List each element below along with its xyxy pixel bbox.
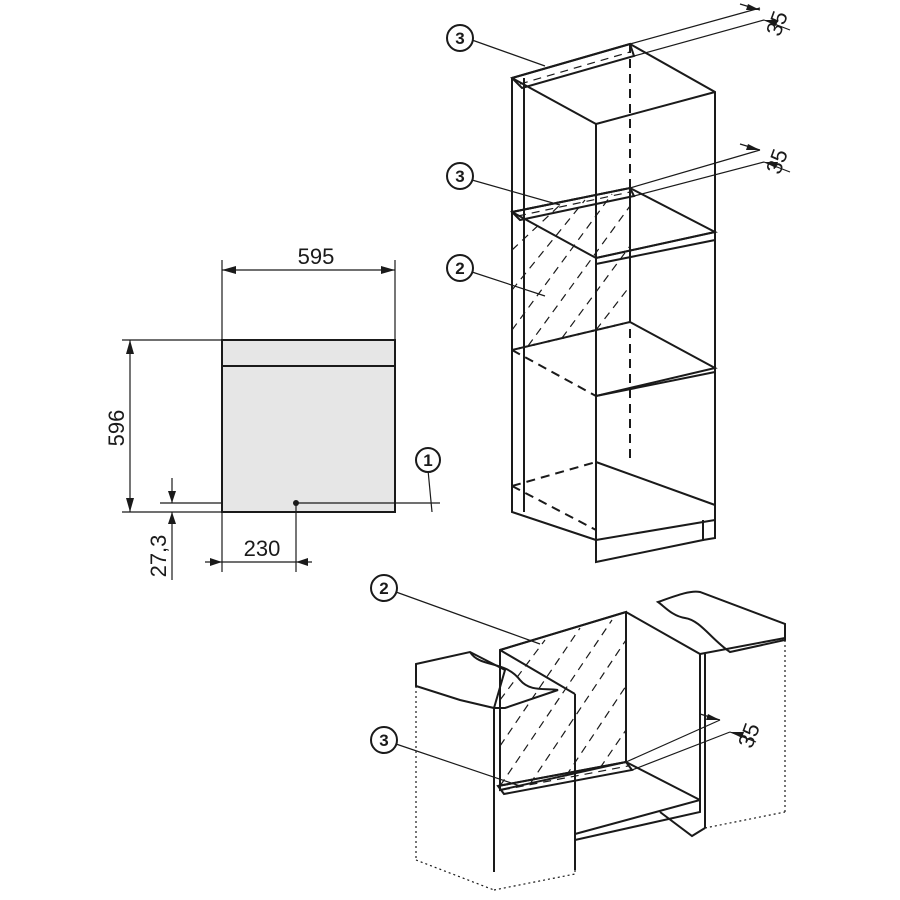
callout-2-tall-label: 2	[455, 259, 464, 278]
callout-1-label: 1	[423, 451, 432, 470]
callout-3-base: 3	[370, 726, 521, 787]
ventilation-top-label: 35	[761, 8, 793, 40]
dimension-height: 596	[104, 339, 222, 513]
callout-2-tall: 2	[446, 254, 546, 297]
dimension-width: 595	[221, 244, 396, 340]
oven-front-view	[221, 339, 396, 513]
oven-body	[221, 339, 396, 513]
callout-2-base: 2	[370, 574, 541, 645]
callout-3-base-label: 3	[379, 731, 388, 750]
callout-3-mid-label: 3	[455, 167, 464, 186]
callout-3-top-label: 3	[455, 29, 464, 48]
dimension-connection-offset: 230	[205, 503, 312, 572]
tall-cabinet	[509, 7, 765, 564]
ventilation-dimension-mid: 35	[739, 143, 793, 178]
base-cabinet	[415, 590, 786, 891]
width-dimension-label: 595	[298, 244, 335, 269]
ventilation-dimension-top: 35	[739, 3, 793, 40]
callout-3-top: 3	[446, 24, 546, 67]
height-dimension-label: 596	[104, 410, 129, 447]
callout-2-base-label: 2	[379, 579, 388, 598]
callout-3-mid: 3	[446, 162, 561, 206]
ventilation-mid-label: 35	[761, 146, 793, 178]
connection-height-label: 27,3	[146, 535, 171, 578]
ventilation-base-label: 35	[733, 720, 765, 752]
connection-offset-label: 230	[244, 536, 281, 561]
callout-1: 1	[296, 447, 441, 513]
ventilation-dimension-base: 35	[699, 713, 765, 752]
dimension-connection-height: 27,3	[146, 478, 222, 580]
